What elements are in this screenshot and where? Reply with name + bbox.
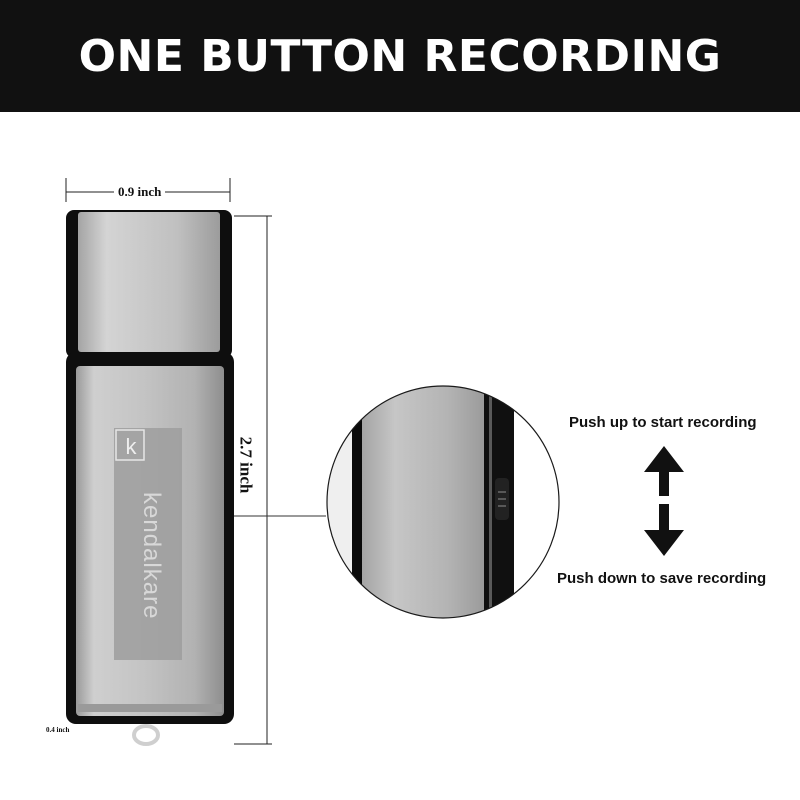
height-label: 2.7 inch <box>235 432 256 498</box>
brand-logo-letter: k <box>126 434 138 459</box>
brand-name: kendalkare <box>138 492 165 619</box>
arrow-up-icon <box>644 446 684 496</box>
usb-voice-recorder <box>66 210 234 746</box>
instruction-up: Push up to start recording <box>569 414 757 431</box>
page-title: ONE BUTTON RECORDING <box>78 30 722 82</box>
depth-label: 0.4 inch <box>46 726 70 734</box>
width-label: 0.9 inch <box>114 184 166 200</box>
height-dimension-line <box>234 215 272 745</box>
instruction-down: Push down to save recording <box>557 570 767 587</box>
arrow-down-icon <box>644 504 684 556</box>
header-banner: ONE BUTTON RECORDING <box>0 0 800 112</box>
zoom-circle <box>326 385 560 619</box>
